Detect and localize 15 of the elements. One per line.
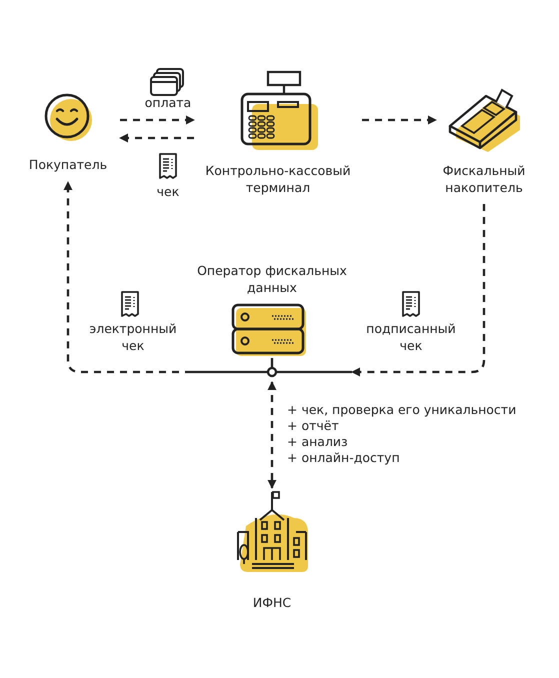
node-label: Покупатель <box>28 156 108 173</box>
arrow <box>268 381 276 489</box>
node-label: Оператор фискальных данных <box>196 262 348 296</box>
arrow <box>351 204 486 376</box>
arrow <box>120 116 195 124</box>
arrow <box>64 181 192 374</box>
list-item: + чек, проверка его уникальности <box>287 402 516 418</box>
list-item: + онлайн-доступ <box>287 450 400 466</box>
list-item: + анализ <box>287 434 348 450</box>
arrow <box>119 134 194 142</box>
arrow <box>362 116 437 124</box>
node-label: ИФНС <box>252 594 292 611</box>
node-label: Фискальный накопитель <box>442 162 526 196</box>
list-item: + отчёт <box>287 418 339 434</box>
node-label: Контрольно-кассовый терминал <box>204 162 352 196</box>
